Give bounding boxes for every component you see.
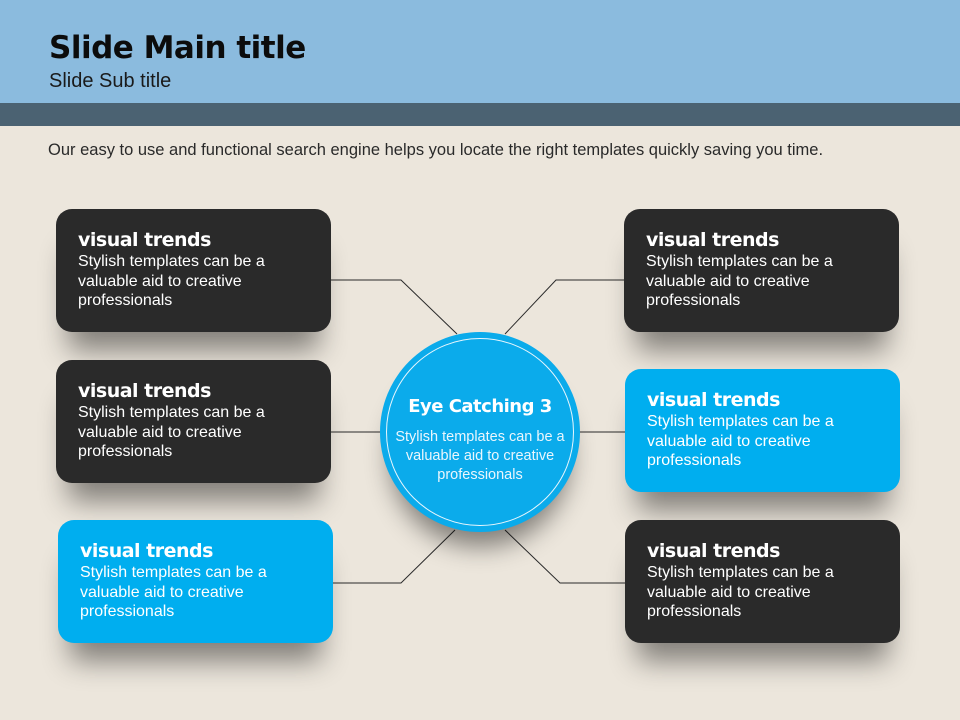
box-title: visual trends bbox=[78, 380, 211, 402]
box-title: visual trends bbox=[647, 389, 780, 411]
box-title: visual trends bbox=[647, 540, 780, 562]
slide-subtitle: Slide Sub title bbox=[49, 70, 172, 92]
box-mid-left: visual trends Stylish templates can be a… bbox=[56, 360, 331, 483]
box-text: Stylish templates can be a valuable aid … bbox=[78, 253, 265, 309]
box-bottom-right: visual trends Stylish templates can be a… bbox=[625, 520, 900, 643]
circle-ring bbox=[386, 338, 574, 526]
box-text: Stylish templates can be a valuable aid … bbox=[646, 253, 833, 309]
box-text: Stylish templates can be a valuable aid … bbox=[647, 413, 834, 469]
center-text: Stylish templates can be a valuable aid … bbox=[395, 429, 565, 483]
box-top-left: visual trends Stylish templates can be a… bbox=[56, 209, 331, 332]
box-mid-right: visual trends Stylish templates can be a… bbox=[625, 369, 900, 492]
box-text: Stylish templates can be a valuable aid … bbox=[80, 564, 267, 620]
center-circle: Eye Catching 3 Stylish templates can be … bbox=[380, 332, 580, 532]
box-title: visual trends bbox=[80, 540, 213, 562]
header-band bbox=[0, 103, 960, 126]
connector-top-left bbox=[331, 279, 458, 335]
connector-bottom-right bbox=[504, 529, 625, 584]
description: Our easy to use and functional search en… bbox=[48, 141, 824, 159]
box-text: Stylish templates can be a valuable aid … bbox=[647, 564, 834, 620]
box-title: visual trends bbox=[78, 229, 211, 251]
connector-bottom-left bbox=[333, 529, 456, 584]
header-bar bbox=[0, 0, 960, 103]
center-title: Eye Catching 3 bbox=[408, 396, 552, 417]
box-text: Stylish templates can be a valuable aid … bbox=[78, 404, 265, 460]
box-top-right: visual trends Stylish templates can be a… bbox=[624, 209, 899, 332]
slide-title: Slide Main title bbox=[49, 30, 306, 66]
connector-top-right bbox=[504, 279, 624, 335]
box-bottom-left: visual trends Stylish templates can be a… bbox=[58, 520, 333, 643]
box-title: visual trends bbox=[646, 229, 779, 251]
